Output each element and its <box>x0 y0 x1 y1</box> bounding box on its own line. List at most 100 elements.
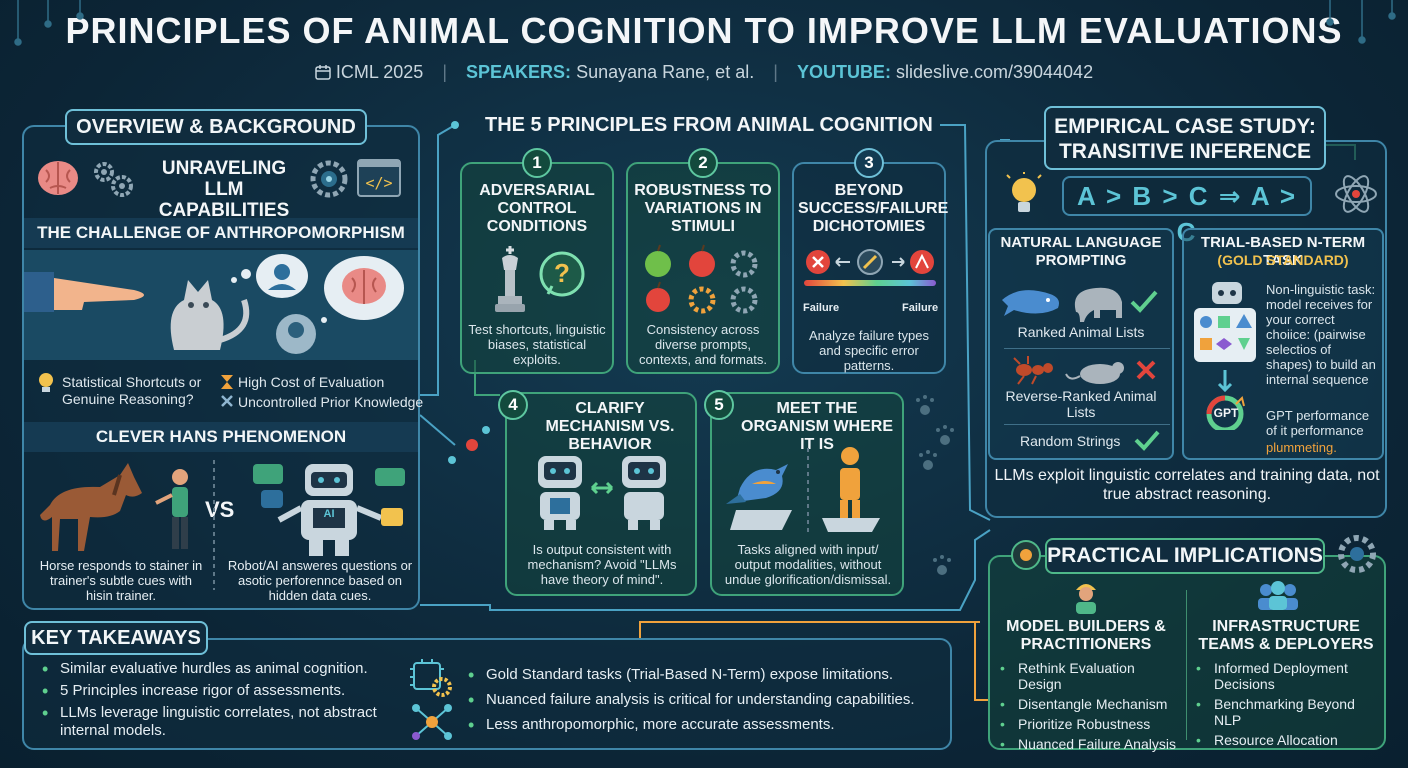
list-item: Benchmarking Beyond NLP <box>1196 696 1382 728</box>
ant-mouse-icon <box>1010 354 1160 391</box>
cross-icon <box>220 394 234 413</box>
circuit-gear-icon <box>410 655 454 704</box>
subtitle-bar: ICML 2025 | SPEAKERS: Sunayana Rane, et … <box>0 62 1408 83</box>
brain-icon <box>36 158 80 203</box>
apples-gears-icon <box>642 244 766 325</box>
network-node-icon <box>1006 535 1046 580</box>
builders-title: MODEL BUILDERS & PRACTITIONERS <box>1006 618 1166 653</box>
principle-4-text: Is output consistent with mechanism? Avo… <box>527 542 677 587</box>
nl-ranked-lists: Ranked Animal Lists <box>1017 324 1145 340</box>
principle-4-title: CLARIFY MECHANISM VS. BEHAVIOR <box>545 400 675 453</box>
hourglass-icon <box>220 374 234 395</box>
robot-caption: Robot/AI answeres questions or asotic pe… <box>227 558 413 603</box>
principle-2-number: 2 <box>688 148 718 178</box>
case-study-conclusion: LLMs exploit linguistic correlates and t… <box>994 467 1380 503</box>
conference-label: ICML 2025 <box>335 62 424 82</box>
principle-2-title: ROBUSTNESS TO VARIATIONS IN STIMULI <box>634 182 772 235</box>
ai-screen-label: AI <box>323 508 335 520</box>
chess-king-icon <box>492 244 528 321</box>
hans-title: CLEVER HANS PHENOMENON <box>24 422 418 452</box>
takeaways-right-list: Gold Standard tasks (Trial-Based N-Term)… <box>468 666 948 741</box>
nl-reverse-ranked: Reverse-Ranked Animal Lists <box>1005 388 1157 420</box>
gears-icon <box>90 158 136 203</box>
whale-elephant-icon <box>1000 278 1170 327</box>
transitive-formula: A > B > C ⇒ A > C <box>1062 176 1312 247</box>
takeaways-badge: KEY TAKEAWAYS <box>24 621 208 655</box>
speakers-key: SPEAKERS: <box>466 62 572 82</box>
svg-text:?: ? <box>554 258 570 288</box>
robot-shapes-icon <box>1192 280 1262 435</box>
principle-4-number: 4 <box>498 390 528 420</box>
bird-human-icon <box>722 444 894 541</box>
principle-5-title: MEET THE ORGANISM WHERE IT IS <box>741 400 893 453</box>
youtube-link[interactable]: slideslive.com/39044042 <box>895 62 1094 82</box>
principle-1-title: ADVERSARIAL CONTROL CONDITIONS <box>479 182 595 235</box>
implications-badge: PRACTICAL IMPLICATIONS <box>1045 538 1325 574</box>
nl-prompting-title: NATURAL LANGUAGE PROMPTING <box>1000 234 1162 269</box>
nl-divider-1 <box>1004 348 1170 349</box>
case-study-badge: EMPIRICAL CASE STUDY: TRANSITIVE INFEREN… <box>1044 106 1326 170</box>
list-item: Nuanced Failure Analysis <box>1000 736 1180 752</box>
list-item: LLMs leverage linguistic correlates, not… <box>42 704 402 740</box>
overview-heading: UNRAVELING LLM CAPABILITIES <box>158 158 290 221</box>
challenge-title: THE CHALLENGE OF ANTHROPOMORPHISM <box>24 218 418 248</box>
svg-text:</>: </> <box>365 174 392 192</box>
list-item: Gold Standard tasks (Trial-Based N-Term)… <box>468 666 948 684</box>
principle-1-text: Test shortcuts, linguistic biases, stati… <box>468 322 606 367</box>
nl-prompting-box <box>988 228 1174 460</box>
list-item: Less anthropomorphic, more accurate asse… <box>468 716 948 734</box>
lightbulb-icon <box>36 372 56 399</box>
trial-task-title: TRIAL-BASED N-TERM TASK <box>1200 234 1366 269</box>
nl-random-strings: Random Strings <box>1020 433 1121 449</box>
principle-5-number: 5 <box>704 390 734 420</box>
calendar-icon <box>315 62 331 83</box>
spectrum-left-label: Failure <box>803 302 840 314</box>
twin-robots-icon <box>530 448 674 537</box>
builder-person-icon <box>1070 578 1102 619</box>
trial-task-subtitle: (GOLD STANDARD) <box>1217 252 1349 268</box>
gpt-label: GPT <box>1213 406 1239 420</box>
nl-divider-2 <box>1004 424 1170 425</box>
atom-icon <box>1332 170 1380 223</box>
network-graph-icon <box>410 702 454 747</box>
list-item: 5 Principles increase rigor of assessmen… <box>42 682 402 700</box>
page-title: PRINCIPLES OF ANIMAL COGNITION TO IMPROV… <box>65 10 1343 51</box>
takeaways-left-list: Similar evaluative hurdles as animal cog… <box>42 660 402 744</box>
list-item: Prioritize Robustness <box>1000 716 1180 732</box>
principle-3-text: Analyze failure types and specific error… <box>809 328 929 373</box>
principle-5-text: Tasks aligned with input/ output modalit… <box>724 542 892 587</box>
principle-3-title: BEYOND SUCCESS/FAILURE DICHOTOMIES <box>798 182 949 235</box>
failure-spectrum-icon <box>802 248 938 293</box>
bullet-prior: Uncontrolled Prior Knowledge <box>238 394 424 410</box>
hans-divider <box>213 460 215 590</box>
principle-4-card <box>505 392 697 596</box>
principle-3-number: 3 <box>854 148 884 178</box>
robot-ai-illustration: AI <box>245 458 415 563</box>
trial-task-text: Non-linguistic task: model receives for … <box>1266 282 1376 387</box>
deployers-title: INFRASTRUCTURE TEAMS & DEPLOYERS <box>1198 618 1374 653</box>
principles-heading: THE 5 PRINCIPLES FROM ANIMAL COGNITION <box>485 114 933 136</box>
builders-list: Rethink Evaluation Design Disentangle Me… <box>1000 660 1180 756</box>
implications-divider <box>1186 590 1187 740</box>
settings-gear-icon <box>1335 532 1379 581</box>
bullet-shortcuts: Statistical Shortcuts or Genuine Reasoni… <box>62 374 202 407</box>
code-window-icon: </> <box>356 158 402 203</box>
spectrum-right-label: Failure <box>902 302 939 314</box>
speakers-value: Sunayana Rane, et al. <box>576 62 755 82</box>
bullet-cost: High Cost of Evaluation <box>238 374 385 390</box>
team-icon <box>1256 580 1300 617</box>
anthropomorphism-illustration <box>24 250 418 360</box>
youtube-key: YOUTUBE: <box>796 62 891 82</box>
vs-label: VS <box>205 497 235 522</box>
gpt-plummeting: plummeting. <box>1266 440 1337 455</box>
gpt-performance-text: GPT performance of it performance <box>1266 408 1370 438</box>
case-lightbulb-icon <box>1005 172 1043 223</box>
horse-trainer-illustration <box>30 455 210 560</box>
chip-gear-icon <box>308 158 350 205</box>
check-icon <box>1134 428 1160 457</box>
horse-caption: Horse responds to stainer in trainer's s… <box>39 558 203 603</box>
list-item: Informed Deployment Decisions <box>1196 660 1382 692</box>
list-item: Rethink Evaluation Design <box>1000 660 1180 692</box>
question-bubble-icon: ? <box>536 250 588 307</box>
principle-2-text: Consistency across diverse prompts, cont… <box>639 322 767 367</box>
